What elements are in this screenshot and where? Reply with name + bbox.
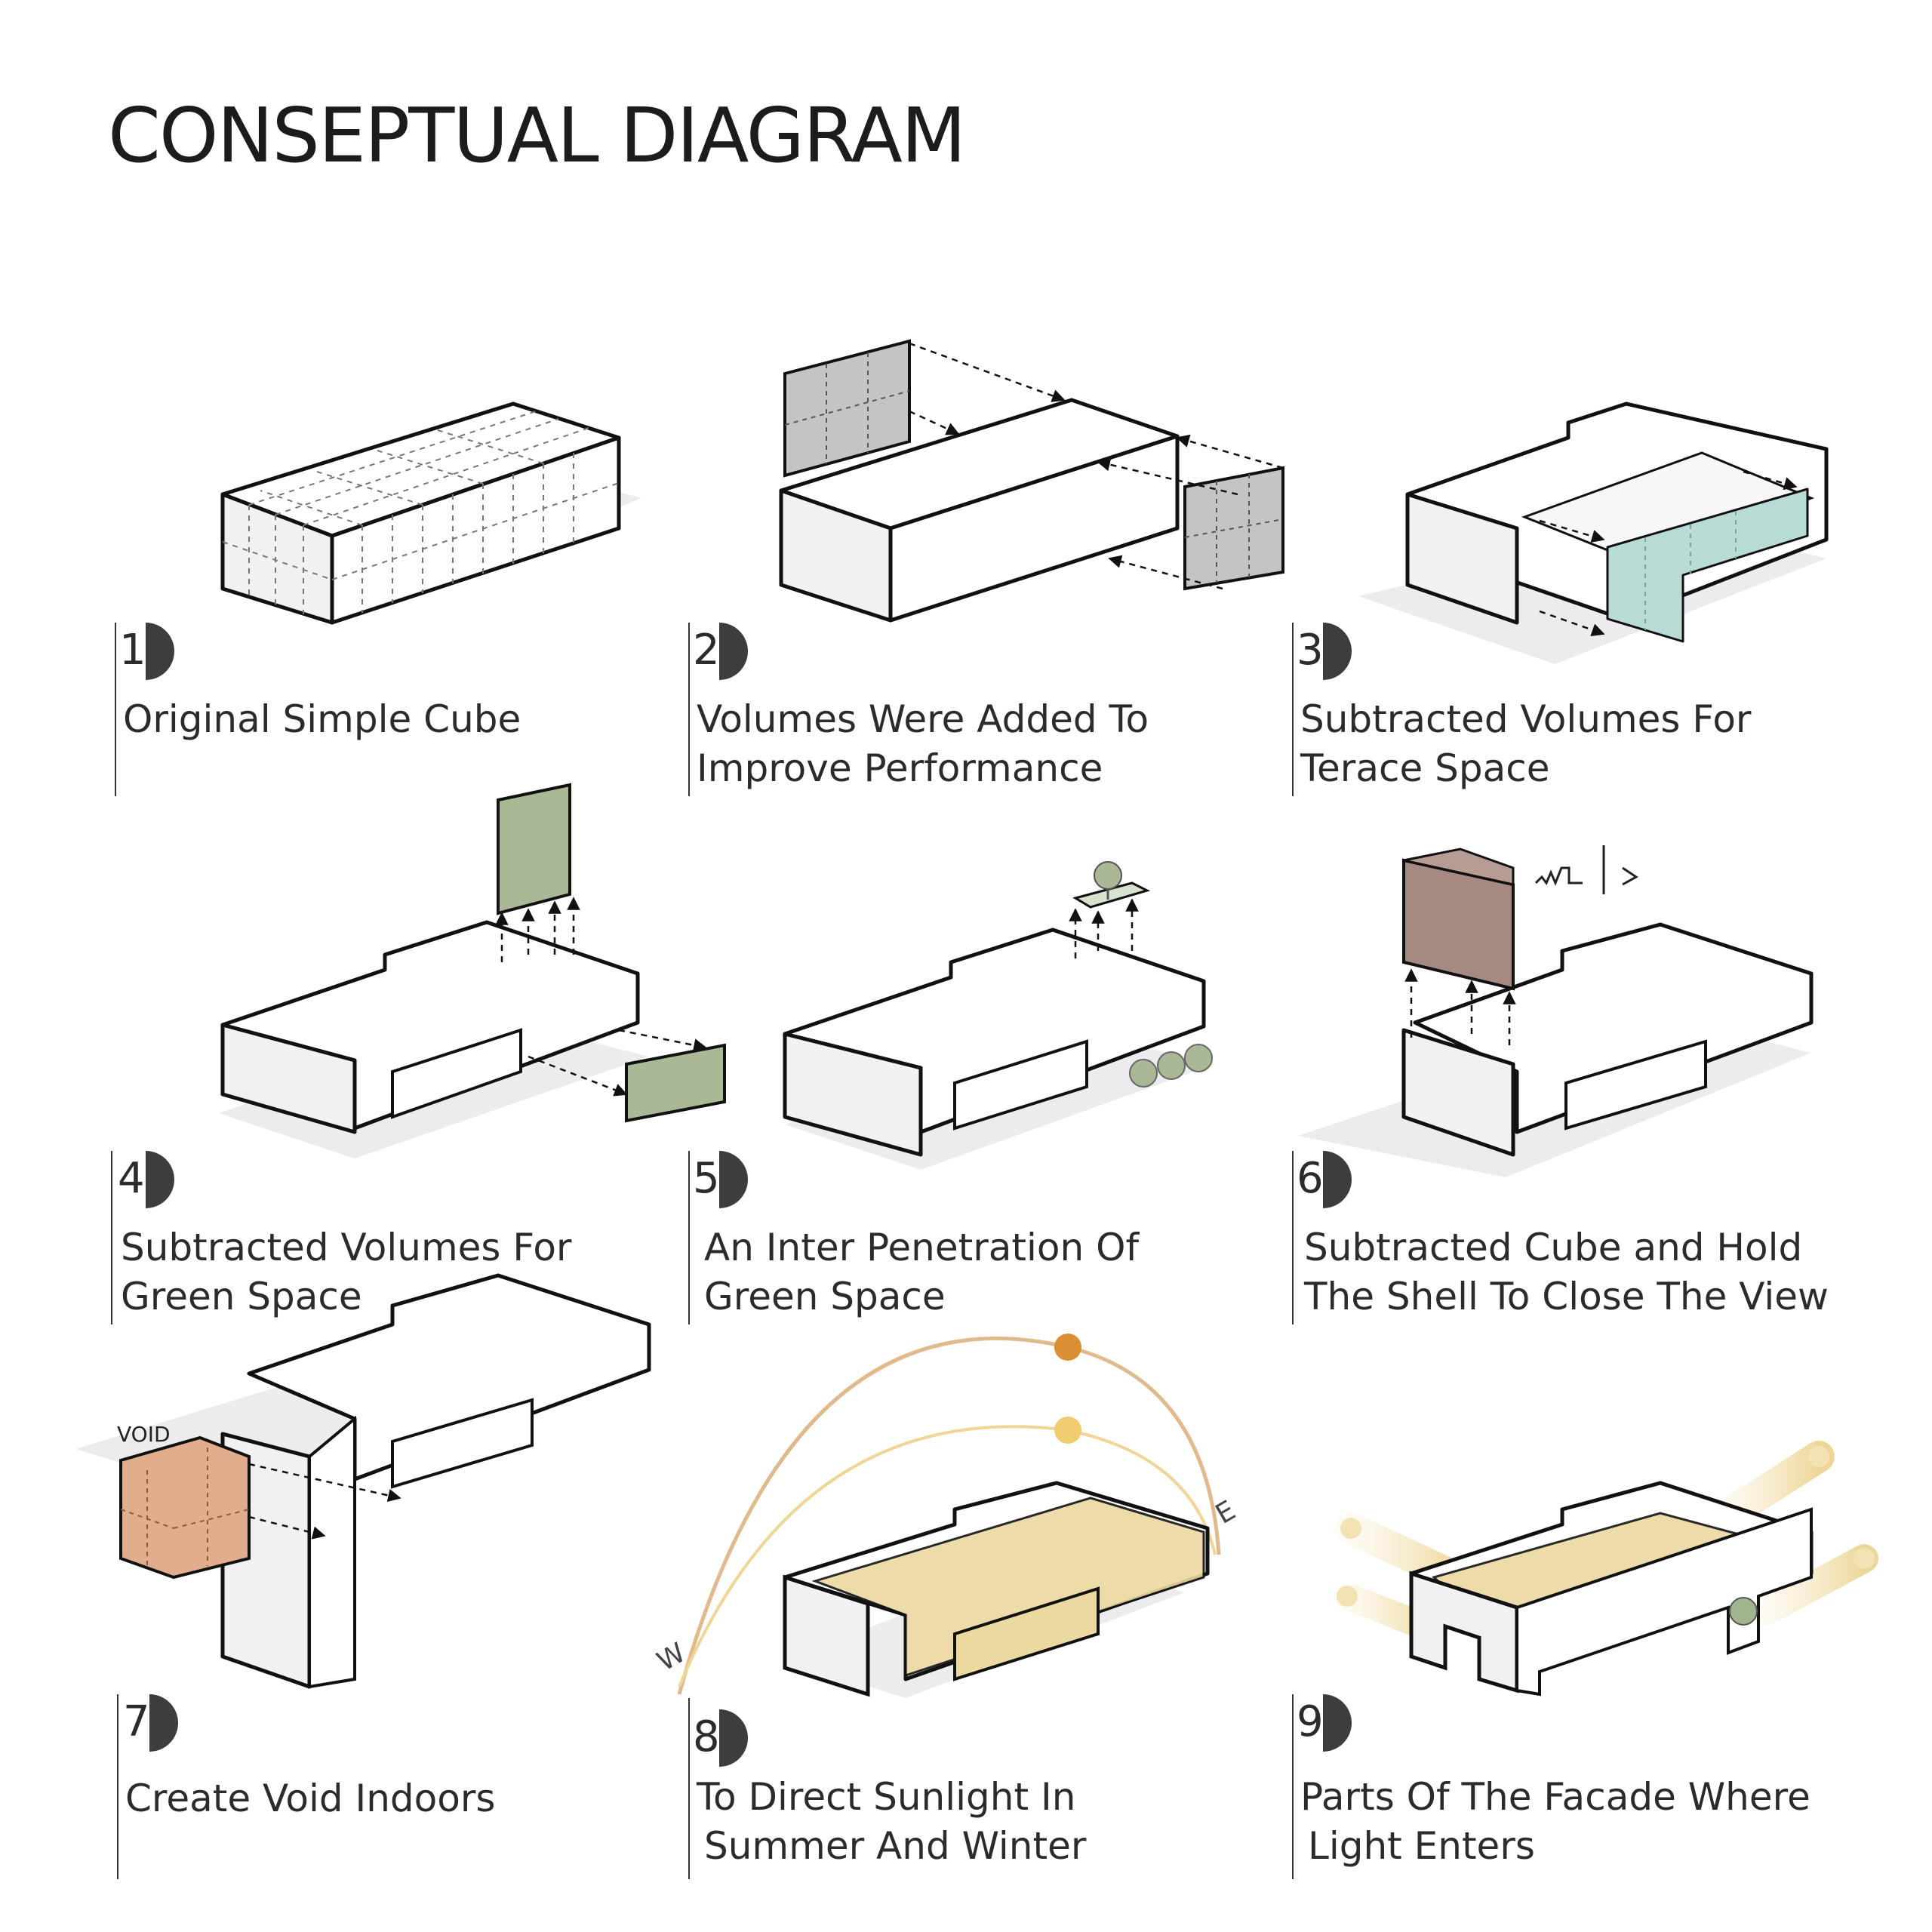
panel-6-shell-view [1298, 845, 1814, 1177]
svg-text:The Shell To Close The View: The Shell To Close The View [1303, 1275, 1829, 1318]
svg-text:2: 2 [693, 626, 720, 675]
svg-text:9: 9 [1297, 1697, 1324, 1746]
svg-text:Improve Performance: Improve Performance [697, 746, 1103, 790]
svg-text:Light Enters: Light Enters [1308, 1824, 1535, 1868]
half-circle-icon [1323, 1694, 1352, 1752]
terrace-volume [1606, 488, 1809, 643]
front-panel [783, 1574, 870, 1697]
panel-1-original-cube [220, 401, 641, 625]
half-circle-icon [719, 623, 748, 680]
void-cube [119, 1435, 251, 1580]
summer-sun-path [677, 1337, 1221, 1695]
panel-7-void: VOID [75, 1273, 651, 1689]
courtyard-trees [1129, 1044, 1213, 1088]
caption-7: 7 Create Void Indoors [117, 1694, 495, 1879]
svg-text:Terace Space: Terace Space [1300, 746, 1550, 790]
tree-icon [1094, 861, 1122, 890]
body-front [308, 1415, 356, 1689]
panel-2-added-volumes [779, 339, 1284, 623]
half-circle-icon [146, 1151, 174, 1208]
cube-grid-lines [222, 411, 620, 614]
half-circle-icon [1323, 623, 1352, 680]
panel-5-inter-penetration [783, 861, 1215, 1170]
panel-8-sunlight: W E [652, 1334, 1241, 1698]
half-circle-icon [149, 1694, 178, 1752]
lower-block [391, 1028, 522, 1119]
caption-6: 6 Subtracted Cube and Hold The Shell To … [1292, 1151, 1829, 1324]
svg-text:1: 1 [119, 626, 146, 675]
body-front [783, 1032, 923, 1157]
svg-text:Summer And Winter: Summer And Winter [704, 1824, 1087, 1868]
lower-block [953, 1586, 1100, 1681]
caption-2: 2 Volumes Were Added To Improve Performa… [688, 623, 1149, 796]
svg-text:Green Space: Green Space [704, 1275, 946, 1318]
green-volume-side [625, 1043, 726, 1123]
svg-text:8: 8 [693, 1712, 720, 1761]
svg-text:Subtracted Cube and Hold: Subtracted Cube and Hold [1304, 1226, 1802, 1269]
city-skyline-icon [1534, 866, 1583, 886]
svg-text:Create Void Indoors: Create Void Indoors [125, 1777, 495, 1820]
caption-5: 5 An Inter Penetration Of Green Space [688, 1151, 1140, 1324]
body-front [220, 1023, 357, 1134]
void-label: VOID [117, 1422, 171, 1447]
sunlit-interior [811, 1497, 1205, 1678]
svg-text:3: 3 [1297, 626, 1324, 675]
svg-text:An Inter Penetration Of: An Inter Penetration Of [704, 1226, 1140, 1269]
winter-sun-path [678, 1425, 1217, 1687]
body-top [1413, 922, 1814, 1134]
lower-block [953, 1039, 1088, 1131]
half-circle-icon [719, 1709, 748, 1767]
svg-text:Volumes Were Added To: Volumes Were Added To [697, 697, 1149, 741]
svg-text:7: 7 [123, 1697, 150, 1746]
added-volume-right [1183, 466, 1284, 591]
panel-3-terrace [1358, 401, 1829, 664]
lower-block [391, 1398, 534, 1489]
green-volume-top [497, 783, 571, 915]
svg-text:Green Space: Green Space [121, 1275, 362, 1318]
caption-8: 8 To Direct Sunlight In Summer And Winte… [688, 1698, 1087, 1879]
half-circle-icon [146, 623, 174, 680]
side-frame [1515, 1507, 1813, 1697]
body-front [1405, 492, 1519, 625]
caption-3: 3 Subtracted Volumes For Terace Space [1292, 623, 1752, 796]
tree-icon [1729, 1597, 1758, 1626]
caption-1: 1 Original Simple Cube [115, 623, 521, 796]
svg-text:Original Simple Cube: Original Simple Cube [123, 697, 521, 741]
page-title: CONSEPTUAL DIAGRAM [108, 91, 966, 180]
light-beams [1334, 1441, 1878, 1644]
svg-text:To Direct Sunlight In: To Direct Sunlight In [696, 1775, 1075, 1819]
svg-text:5: 5 [693, 1154, 720, 1203]
caption-4: 4 Subtracted Volumes For Green Space [111, 1151, 572, 1324]
half-circle-icon [1323, 1151, 1352, 1208]
view-icon [1622, 866, 1638, 886]
panel-4-green-space [219, 783, 726, 1158]
svg-text:Subtracted Volumes For: Subtracted Volumes For [121, 1226, 572, 1269]
caption-9: 9 Parts Of The Facade Where Light Enters [1292, 1694, 1810, 1879]
half-circle-icon [719, 1151, 748, 1208]
panel-9-facade-light [1334, 1441, 1878, 1697]
summer-sun-icon [1054, 1334, 1081, 1361]
winter-sun-icon [1054, 1417, 1081, 1444]
svg-text:Parts Of The Facade Where: Parts Of The Facade Where [1300, 1775, 1810, 1819]
svg-text:6: 6 [1297, 1154, 1324, 1203]
cube-side [330, 435, 621, 625]
shell-front [1401, 1028, 1515, 1157]
lower-block [1564, 1039, 1707, 1131]
main-side [888, 434, 1180, 623]
svg-text:4: 4 [118, 1154, 145, 1203]
svg-text:Subtracted Volumes For: Subtracted Volumes For [1300, 697, 1752, 741]
